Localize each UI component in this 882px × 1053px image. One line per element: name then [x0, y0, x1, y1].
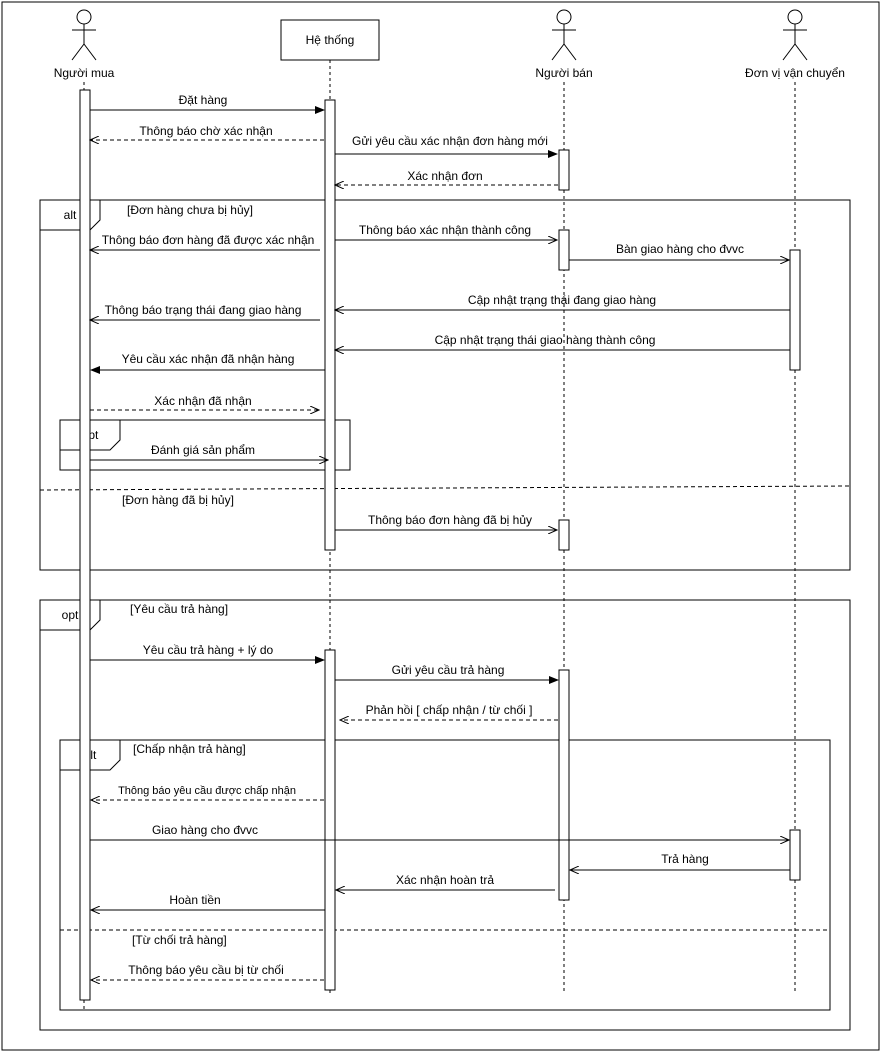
message-label: Thông báo yêu cầu được chấp nhận: [118, 785, 296, 797]
message-label: Đánh giá sản phẩm: [151, 443, 255, 457]
message-label: Đặt hàng: [179, 93, 228, 107]
activation-system: [324, 649, 336, 991]
frame-tag-label: opt: [62, 608, 79, 622]
message-label: Thông báo xác nhận thành công: [359, 223, 531, 237]
participant-shipper: Đơn vị vận chuyển: [745, 9, 845, 80]
message-label: Cập nhật trạng thái giao hàng thành công: [435, 333, 656, 347]
participant-buyer: Người mua: [54, 9, 115, 80]
activation-shipper: [789, 829, 801, 881]
message-label: Xác nhận hoàn trả: [396, 873, 494, 887]
participant-system-box: [280, 19, 380, 61]
message-label: Hoàn tiền: [169, 893, 220, 907]
message-label: Xác nhận đã nhận: [154, 394, 251, 408]
message-label: Gửi yêu cầu trả hàng: [392, 663, 505, 677]
activation-seller: [558, 519, 570, 551]
frame-tag-label: alt: [64, 208, 77, 222]
frame-guard: [Yêu cầu trả hàng]: [130, 602, 228, 616]
message-label: Giao hàng cho đvvc: [152, 823, 258, 837]
frame-guard: [Đơn hàng đã bị hủy]: [122, 493, 234, 507]
actor-icon: [782, 9, 808, 61]
actor-icon: [551, 9, 577, 61]
message-label: Trả hàng: [661, 852, 709, 866]
message-label: Cập nhật trạng thái đang giao hàng: [468, 293, 656, 307]
message-label: Yêu cầu xác nhận đã nhận hàng: [122, 352, 295, 366]
actor-icon: [71, 9, 97, 61]
message-label: Thông báo chờ xác nhận: [139, 124, 272, 138]
frame-divider: [39, 485, 851, 491]
frame-guard: [Đơn hàng chưa bị hủy]: [127, 203, 253, 217]
frame-guard: [Từ chối trả hàng]: [132, 933, 227, 947]
activation-shipper: [789, 249, 801, 371]
activation-system: [324, 99, 336, 551]
participant-system-label: Hệ thống: [306, 33, 355, 47]
participant-system: Hệ thống: [280, 19, 380, 61]
message-label: Thông báo yêu cầu bị từ chối: [128, 963, 283, 977]
frame-guard: [Chấp nhận trả hàng]: [133, 742, 246, 756]
participant-seller-label: Người bán: [535, 66, 592, 80]
participant-seller: Người bán: [535, 9, 593, 80]
activation-seller: [558, 669, 570, 901]
participant-buyer-label: Người mua: [54, 66, 115, 80]
message-label: Phản hồi [ chấp nhận / từ chối ]: [366, 703, 533, 717]
message-label: Yêu cầu trả hàng + lý do: [143, 643, 274, 657]
activation-buyer: [79, 89, 91, 1001]
activation-seller: [558, 149, 570, 191]
message-label: Thông báo đơn hàng đã bị hủy: [368, 513, 532, 527]
message-label: Gửi yêu cầu xác nhận đơn hàng mới: [352, 134, 548, 148]
message-label: Thông báo đơn hàng đã được xác nhận: [102, 233, 315, 247]
message-label: Xác nhận đơn: [407, 169, 482, 183]
message-label: Bàn giao hàng cho đvvc: [616, 242, 744, 256]
participant-shipper-label: Đơn vị vận chuyển: [745, 66, 845, 80]
activation-seller: [558, 229, 570, 271]
message-label: Thông báo trạng thái đang giao hàng: [105, 303, 302, 317]
